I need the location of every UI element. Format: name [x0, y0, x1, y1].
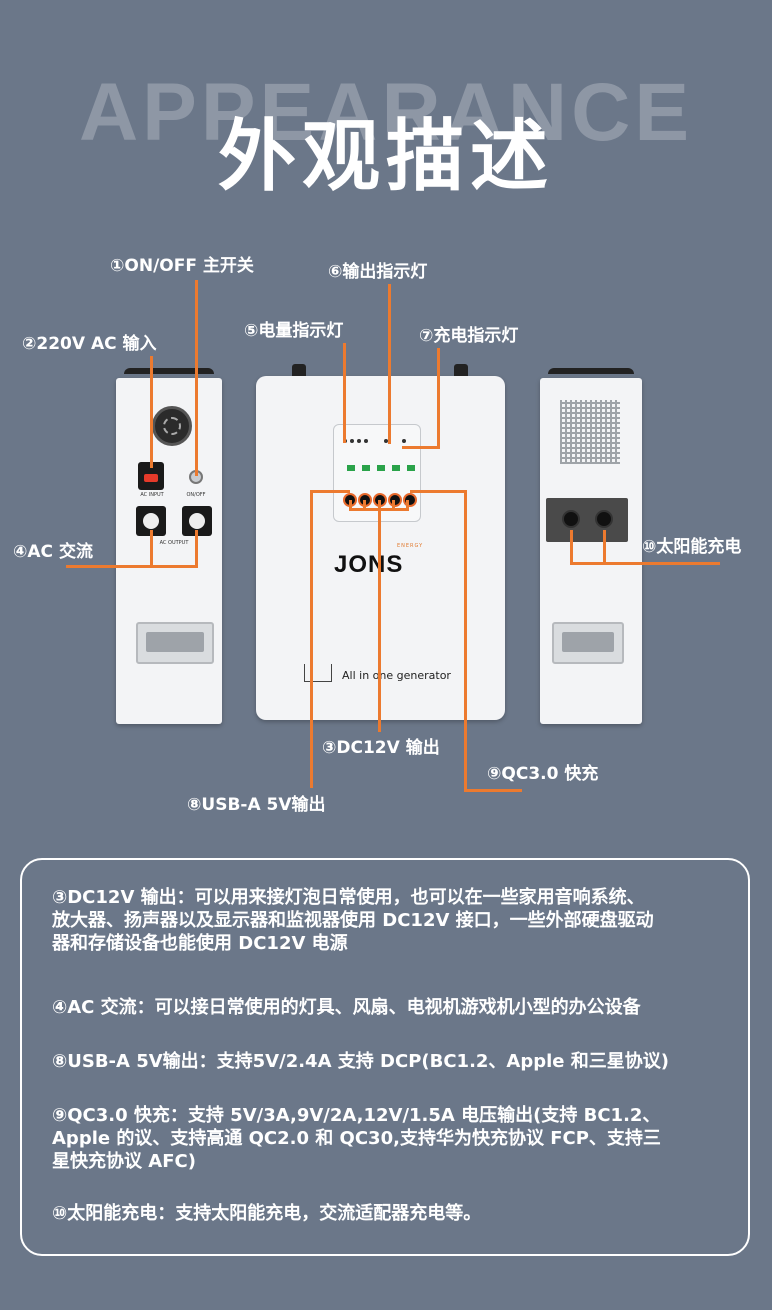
line-dc-b [363, 500, 366, 510]
label-qc30: ⑨QC3.0 快充 [487, 764, 599, 784]
solar-port-2 [595, 510, 613, 528]
line-ac-out-1 [150, 530, 153, 568]
side-handle-right [552, 622, 624, 664]
desc-dc12v: ③DC12V 输出：可以用来接灯泡日常使用，也可以在一些家用音响系统、 放大器、… [52, 887, 654, 954]
label-dc12v-output: ③DC12V 输出 [322, 738, 440, 758]
label-charge-indicator: ⑦充电指示灯 [419, 326, 519, 346]
side-handle-left [136, 622, 214, 664]
line-dc-d [406, 500, 409, 510]
line-onoff [195, 280, 198, 476]
device-left-side: AC INPUT ON/OFF AC OUTPUT [116, 368, 222, 724]
vent-grille [560, 400, 620, 464]
brand-sub: ENERGY [397, 543, 424, 549]
label-ac-output: ④AC 交流 [13, 542, 93, 562]
top-handle-left [124, 368, 214, 378]
line-dc-v [378, 500, 381, 732]
label-ac-input: ②220V AC 输入 [22, 334, 157, 354]
house-icon [304, 664, 332, 682]
line-output-ind [388, 284, 391, 444]
solar-input-plate [546, 498, 628, 542]
line-qc-h2 [464, 789, 522, 792]
ac-output-label: AC OUTPUT [159, 540, 189, 546]
top-handle-right [548, 368, 634, 378]
ac-input-label: AC INPUT [140, 492, 164, 498]
line-usb-h [310, 490, 350, 493]
label-solar-charging: ⑩太阳能充电 [642, 537, 742, 557]
line-solar-1 [570, 530, 573, 564]
line-qc-v [464, 490, 467, 792]
page-title: 外观描述 [217, 112, 554, 202]
solar-port-1 [562, 510, 580, 528]
line-qc-h1 [410, 490, 466, 493]
description-box: ③DC12V 输出：可以用来接灯泡日常使用，也可以在一些家用音响系统、 放大器、… [20, 858, 750, 1256]
brand-logo: JONS [334, 551, 404, 578]
slogan: All in one generator [342, 669, 451, 682]
line-dc-c [392, 500, 395, 510]
label-battery-indicator: ⑤电量指示灯 [244, 321, 344, 341]
onoff-label: ON/OFF [186, 492, 206, 498]
desc-solar: ⑩太阳能充电：支持太阳能充电，交流适配器充电等。 [52, 1203, 482, 1224]
line-ac-out-h [66, 565, 198, 568]
desc-ac: ④AC 交流：可以接日常使用的灯具、风扇、电视机游戏机小型的办公设备 [52, 997, 641, 1018]
device-right-side [540, 368, 642, 724]
line-dc-a [349, 500, 352, 510]
line-ac-out-2 [195, 530, 198, 568]
label-usb-a: ⑧USB-A 5V输出 [187, 795, 326, 815]
line-solar-h [570, 562, 720, 565]
line-usb-v [310, 490, 313, 788]
dc12v-port-3 [388, 493, 402, 507]
line-ac-input [150, 356, 153, 468]
label-on-off-switch: ①ON/OFF 主开关 [110, 256, 254, 276]
label-output-indicator: ⑥输出指示灯 [328, 262, 428, 282]
line-charge-ind-h [402, 446, 440, 449]
desc-qc30: ⑨QC3.0 快充：支持 5V/3A,9V/2A,12V/1.5A 电压输出(支… [52, 1105, 661, 1172]
fan-icon [152, 406, 192, 446]
line-charge-ind-v [437, 348, 440, 448]
line-battery-ind [343, 343, 346, 443]
appearance-watermark: APPEARANCE [78, 67, 694, 158]
desc-usb-a: ⑧USB-A 5V输出：支持5V/2.4A 支持 DCP(BC1.2、Apple… [52, 1051, 669, 1072]
line-solar-2 [603, 530, 606, 564]
